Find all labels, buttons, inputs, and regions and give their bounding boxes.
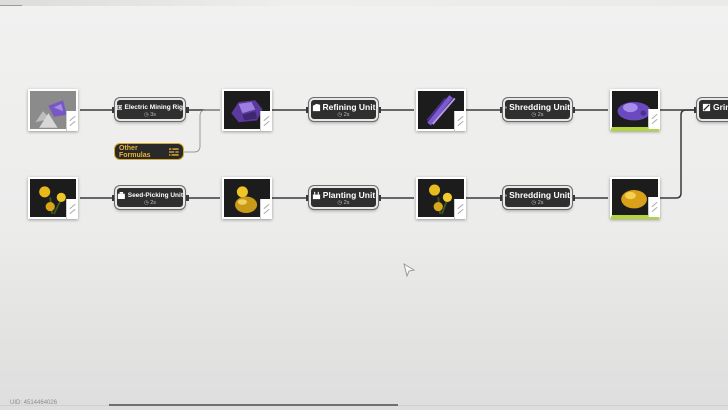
mineral-deposit-icon (35, 100, 67, 128)
item-buckflower-plant[interactable] (28, 177, 78, 219)
mouse-cursor-icon (403, 263, 416, 277)
machine-shredding-unit[interactable]: Shredding Unit ◷ 2s (503, 98, 572, 121)
machine-planting-unit[interactable]: Planting Unit ◷ 2s (309, 186, 378, 209)
amethyst-ore-icon (231, 100, 263, 123)
link (660, 109, 697, 199)
machine-shredding-unit[interactable]: Shredding Unit ◷ 2s (503, 186, 572, 209)
refining-icon (312, 103, 320, 111)
shredding-icon (505, 106, 507, 108)
machine-electric-mining-rig[interactable]: Electric Mining Rig ◷ 3s (115, 98, 185, 121)
item-mineral-deposit[interactable] (28, 89, 78, 131)
process-time: ◷ 2s (337, 200, 350, 206)
item-amethyst-ore[interactable] (222, 89, 272, 131)
item-amethyst-fiber[interactable] (416, 89, 466, 131)
yellow-flower-icon (429, 184, 453, 215)
process-time: ◷ 2s (531, 200, 544, 206)
item-buckflower-seed[interactable] (222, 177, 272, 219)
list-icon (169, 147, 179, 156)
item-buckflower-powder[interactable] (610, 177, 660, 219)
process-time: ◷ 3s (143, 112, 157, 118)
horizontal-scrollbar-thumb[interactable] (109, 404, 398, 406)
machine-grinding-unit[interactable]: Grin (697, 98, 728, 121)
top-divider (0, 0, 728, 6)
link (184, 109, 220, 153)
amethyst-fiber-icon (426, 95, 456, 126)
other-formulas-button[interactable]: Other Formulas (114, 143, 184, 160)
process-time: ◷ 2s (531, 112, 544, 118)
item-buckflower[interactable] (416, 177, 466, 219)
yellow-powder-icon (621, 190, 647, 209)
planting-icon (312, 191, 320, 199)
grinding-icon (702, 103, 711, 111)
machine-refining-unit[interactable]: Refining Unit ◷ 2s (309, 98, 378, 121)
yellow-flower-icon (39, 186, 66, 215)
amethyst-powder-icon (617, 102, 651, 121)
process-time: ◷ 2s (337, 112, 350, 118)
user-id-label: UID: 4514464026 (10, 400, 58, 406)
item-amethyst-powder[interactable] (610, 89, 660, 131)
seed-picking-icon (117, 191, 125, 199)
mining-rig-icon (117, 104, 123, 110)
yellow-seed-icon (235, 186, 258, 214)
process-time: ◷ 2s (143, 200, 157, 206)
shredding-icon (505, 194, 507, 196)
machine-seed-picking-unit[interactable]: Seed-Picking Unit ◷ 2s (115, 186, 185, 209)
